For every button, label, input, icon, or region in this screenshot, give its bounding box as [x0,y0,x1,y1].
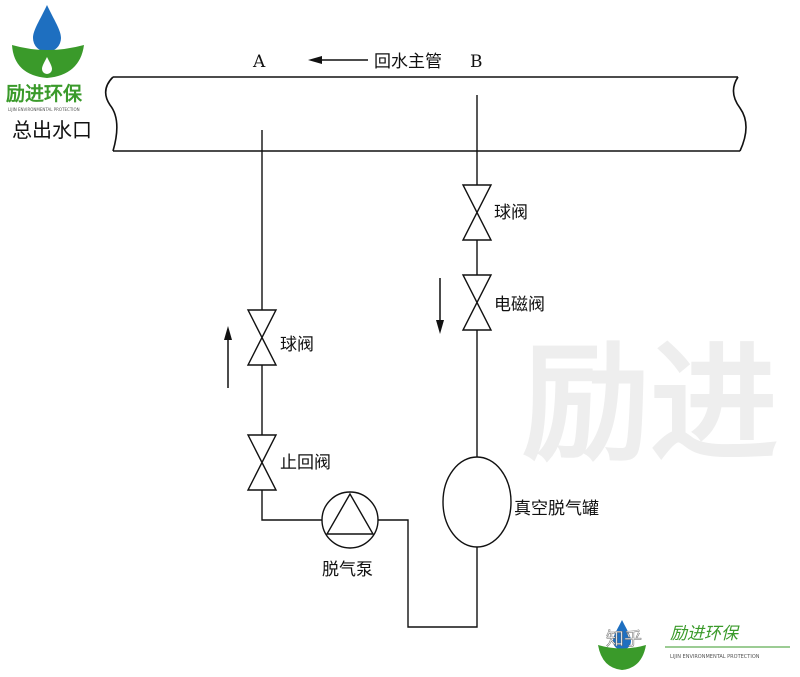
logo-name: 励进环保 [6,82,83,105]
pump-label: 脱气泵 [322,560,373,580]
solenoid-valve-icon [461,274,493,331]
water-drop-icon [33,5,61,52]
check-valve-label: 止回阀 [280,453,331,473]
main-outlet-label: 总出水口 [12,118,92,142]
logo-bottom: 知乎 励进环保 LIJIN ENVIRONMENTAL PROTECTION [598,620,790,670]
return-main-label: 回水主管 [374,52,442,72]
pump-to-tank-pipe [378,519,478,628]
logo-bottom-name: 励进环保 [670,624,740,644]
tank-label: 真空脱气罐 [514,499,599,519]
vacuum-tank-icon [442,456,512,548]
logo-subtitle: LIJIN ENVIRONMENTAL PROTECTION [8,107,80,112]
check-valve-icon [246,434,278,491]
ball-valve-right-label: 球阀 [494,203,528,223]
degassing-pump-icon [321,491,379,549]
ball-valve-left-icon [246,309,278,366]
return-main-pipe [104,76,747,152]
watermark: 励进 [522,330,778,479]
ball-valve-left-label: 球阀 [280,335,314,355]
left-branch-pipe [261,130,322,521]
solenoid-valve-label: 电磁阀 [494,295,545,315]
zhihu-watermark: 知乎 [606,629,642,650]
logo-bottom-subtitle: LIJIN ENVIRONMENTAL PROTECTION [670,654,760,660]
flow-arrow-up-icon [224,326,232,388]
flow-arrow-down-icon [436,278,444,334]
point-a-label: A [252,52,266,72]
ball-valve-right-icon [461,184,493,241]
flow-arrow-left-icon [308,56,368,64]
logo-top: 励进环保 LIJIN ENVIRONMENTAL PROTECTION [6,5,84,112]
point-b-label: B [470,52,483,72]
